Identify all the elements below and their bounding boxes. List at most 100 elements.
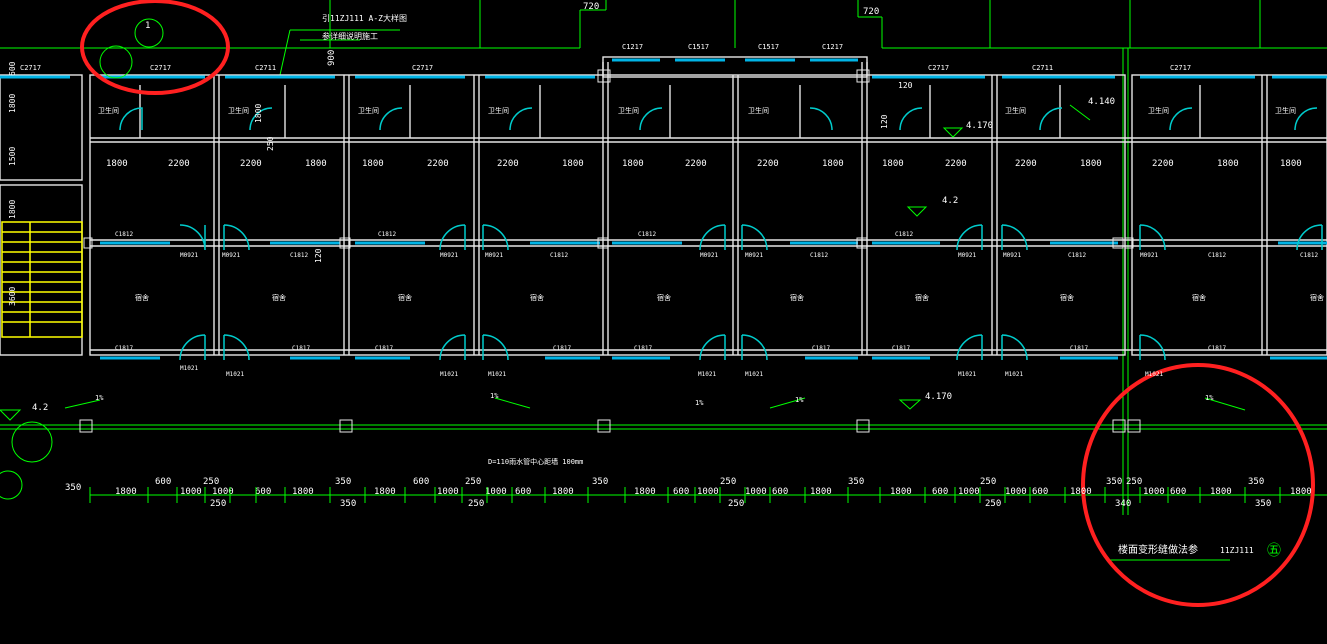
room-dim: 2200: [1015, 159, 1037, 169]
opening-label: C1812: [378, 231, 396, 238]
room-dim: 2200: [945, 159, 967, 169]
bottom-dim-lower: 250: [468, 499, 484, 509]
bottom-dim: 1800: [292, 487, 314, 497]
bottom-dim: 1800: [634, 487, 656, 497]
room-label: 卫生间: [1148, 106, 1169, 115]
room-dim: 1800: [822, 159, 844, 169]
left-dim: 1800: [8, 200, 17, 219]
bottom-dim: 250: [203, 477, 219, 487]
stair: [1, 221, 83, 338]
bottom-dim: 600: [1032, 487, 1048, 497]
bedroom-label: 宿舍: [790, 293, 804, 302]
bottom-dim: 250: [1126, 477, 1142, 487]
opening-label: C1817: [1208, 345, 1226, 352]
level-text: 4.2: [942, 196, 958, 206]
walls: [0, 56, 1327, 356]
bottom-dim: 350: [335, 477, 351, 487]
opening-label: M1021: [1145, 371, 1163, 378]
opening-label: M0921: [222, 252, 240, 259]
slope-arrows: [64, 397, 1246, 411]
window-label: C2711: [255, 64, 276, 72]
legend-label: 楼面变形缝做法参: [1118, 543, 1198, 556]
axis-markers: [0, 18, 164, 500]
slope-label: 1%: [695, 399, 704, 407]
bottom-dim: 1800: [890, 487, 912, 497]
room-dim: 2200: [240, 159, 262, 169]
note-line-2: 参详细说明施工: [322, 31, 378, 41]
level-text: 4.140: [1088, 97, 1115, 107]
axis-label-1: 1: [145, 21, 150, 31]
bottom-dim: 1000: [437, 487, 459, 497]
legend-ref: 11ZJ111: [1220, 546, 1254, 555]
bedroom-label: 宿舍: [135, 293, 149, 302]
window-label: C2717: [412, 64, 433, 72]
bottom-dim: 350: [65, 483, 81, 493]
bottom-dim: 350: [592, 477, 608, 487]
slope-label: 1%: [1205, 394, 1214, 402]
bottom-dim: 600: [413, 477, 429, 487]
windows: [0, 58, 1327, 360]
bottom-dim: 1800: [1290, 487, 1312, 497]
opening-label: M0921: [1003, 252, 1021, 259]
slope-label: 1%: [490, 392, 499, 400]
bottom-dim: 600: [155, 477, 171, 487]
opening-label: C1817: [812, 345, 830, 352]
corridor-note: D=110雨水管中心距墙 100mm: [488, 457, 583, 466]
bedroom-label: 宿舍: [1310, 293, 1324, 302]
level-text: 4.170: [925, 392, 952, 402]
window-label: C1217: [622, 43, 643, 51]
bottom-dim: 600: [255, 487, 271, 497]
opening-label: C1817: [115, 345, 133, 352]
bedroom-label: 宿舍: [530, 293, 544, 302]
room-dim: 1800: [362, 159, 384, 169]
markup-circles: [80, 0, 1315, 607]
window-label: C1217: [822, 43, 843, 51]
bottom-dim: 1800: [115, 487, 137, 497]
window-label: C2711: [1032, 64, 1053, 72]
bottom-dim: 1000: [485, 487, 507, 497]
level-text: 4.170: [966, 121, 993, 131]
bottom-dim: 1000: [697, 487, 719, 497]
opening-label: C1812: [1300, 252, 1318, 259]
bedroom-label: 宿舍: [1060, 293, 1074, 302]
opening-label: C1817: [292, 345, 310, 352]
bottom-dim: 250: [980, 477, 996, 487]
opening-label: C1817: [375, 345, 393, 352]
small-dim: 250: [266, 136, 275, 151]
bottom-dim: 350: [848, 477, 864, 487]
room-label: 卫生间: [748, 106, 769, 115]
opening-label: C1817: [634, 345, 652, 352]
bottom-dim-lower: 250: [728, 499, 744, 509]
window-label: C2717: [1170, 64, 1191, 72]
dim-ticks: [89, 487, 1281, 503]
slope-label: 1%: [795, 396, 804, 404]
opening-label: C1812: [1208, 252, 1226, 259]
room-dim: 1800: [562, 159, 584, 169]
small-dim: 120: [880, 114, 889, 129]
bottom-dim: 1000: [1005, 487, 1027, 497]
note-line-1: 引11ZJ111 A-Z大样图: [322, 13, 407, 23]
opening-label: M0921: [1140, 252, 1158, 259]
small-dim: 120: [314, 248, 323, 263]
room-dim: 1800: [1080, 159, 1102, 169]
opening-label: M0921: [958, 252, 976, 259]
level-text: 4.2: [32, 403, 48, 413]
opening-label: C1812: [290, 252, 308, 259]
bottom-dim: 600: [772, 487, 788, 497]
bottom-dim: 1000: [1143, 487, 1165, 497]
dim-900: 900: [327, 50, 337, 66]
bottom-dim: 600: [1170, 487, 1186, 497]
opening-label: C1812: [115, 231, 133, 238]
opening-label: M1021: [958, 371, 976, 378]
opening-label: C1817: [553, 345, 571, 352]
opening-label: M0921: [700, 252, 718, 259]
room-label: 卫生间: [1275, 106, 1296, 115]
bedroom-label: 宿舍: [398, 293, 412, 302]
opening-label: C1812: [1068, 252, 1086, 259]
opening-label: M0921: [440, 252, 458, 259]
window-label: C2717: [928, 64, 949, 72]
bottom-dim: 1800: [552, 487, 574, 497]
left-dim: 3600: [8, 287, 17, 306]
bottom-dim: 350: [1248, 477, 1264, 487]
